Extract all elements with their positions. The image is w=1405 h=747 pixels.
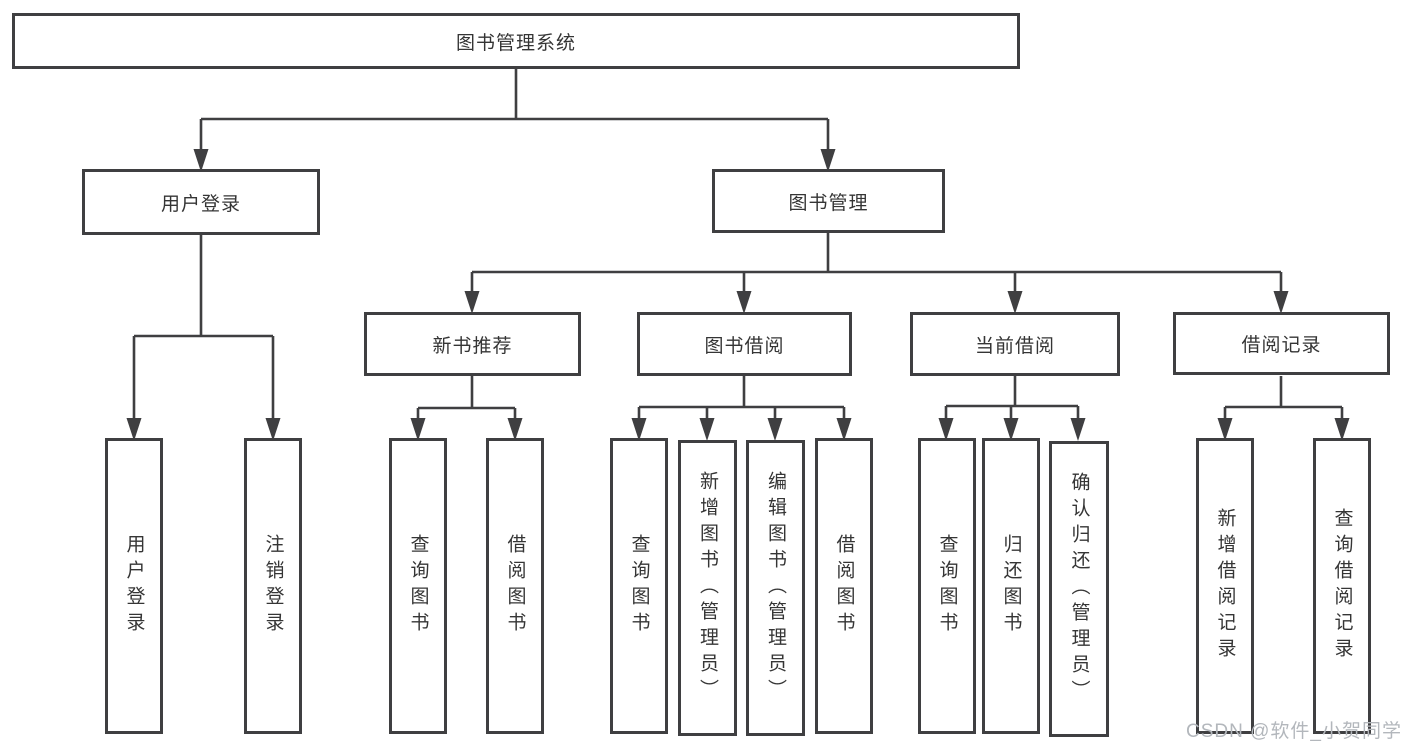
leaf-edit-book-admin: 编辑图书（管理员） [746, 440, 805, 736]
leaf-query-borrow-record: 查询借阅记录 [1313, 438, 1371, 734]
leaf-edit-book-admin-label: 编辑图书（管理员） [765, 471, 786, 705]
node-current-borrow-label: 当前借阅 [974, 335, 1055, 357]
node-new-book-recommend: 新书推荐 [364, 312, 581, 376]
leaf-add-book-admin-label: 新增图书（管理员） [697, 471, 718, 705]
node-book-borrow: 图书借阅 [637, 312, 852, 376]
leaf-query-book-3-label: 查询图书 [936, 534, 958, 638]
node-borrow-records-label: 借阅记录 [1241, 335, 1322, 356]
leaf-add-borrow-record: 新增借阅记录 [1196, 438, 1254, 734]
leaf-query-book-2-label: 查询图书 [628, 534, 650, 638]
leaf-logout-label: 注销登录 [262, 534, 284, 638]
leaf-borrow-book-1-label: 借阅图书 [504, 534, 526, 638]
leaf-return-book-label: 归还图书 [1000, 534, 1022, 638]
node-book-management-label: 图书管理 [788, 192, 869, 214]
leaf-confirm-return-admin-label: 确认归还（管理员） [1068, 472, 1090, 706]
node-root: 图书管理系统 [12, 13, 1020, 69]
node-current-borrow: 当前借阅 [910, 312, 1120, 376]
leaf-borrow-book-2-label: 借阅图书 [833, 534, 855, 638]
watermark: CSDN @软件_小贺同学 [1186, 721, 1402, 742]
leaf-query-book-3: 查询图书 [918, 438, 976, 734]
node-borrow-records: 借阅记录 [1173, 312, 1390, 375]
leaf-confirm-return-admin: 确认归还（管理员） [1049, 441, 1109, 737]
leaf-user-login: 用户登录 [105, 438, 163, 734]
leaf-borrow-book-1: 借阅图书 [486, 438, 544, 734]
node-book-management: 图书管理 [712, 169, 945, 233]
arrow-stems [132, 119, 1344, 424]
node-book-borrow-label: 图书借阅 [704, 335, 785, 357]
leaf-user-login-label: 用户登录 [123, 534, 145, 638]
leaf-borrow-book-2: 借阅图书 [815, 438, 873, 734]
leaf-query-borrow-record-label: 查询借阅记录 [1331, 508, 1353, 664]
node-new-book-recommend-label: 新书推荐 [432, 335, 513, 357]
leaf-logout: 注销登录 [244, 438, 302, 734]
leaf-add-book-admin: 新增图书（管理员） [678, 440, 737, 736]
node-user-login-label: 用户登录 [160, 193, 241, 215]
leaf-query-book-2: 查询图书 [610, 438, 668, 734]
leaf-query-book-1: 查询图书 [389, 438, 447, 734]
leaf-add-borrow-record-label: 新增借阅记录 [1214, 508, 1236, 664]
node-user-login: 用户登录 [82, 169, 320, 235]
leaf-return-book: 归还图书 [982, 438, 1040, 734]
leaf-query-book-1-label: 查询图书 [407, 534, 429, 638]
node-root-label: 图书管理系统 [455, 32, 576, 54]
